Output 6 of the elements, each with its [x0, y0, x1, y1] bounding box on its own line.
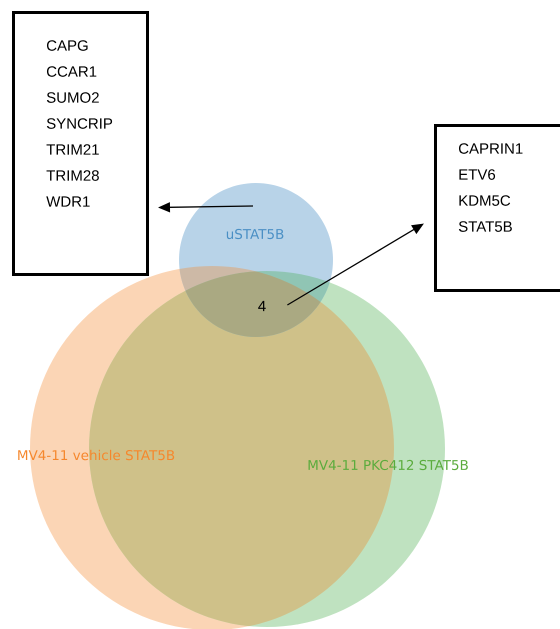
count-label: 4 [258, 300, 266, 312]
set-label: MV4-11 PKC412 STAT5B [308, 460, 468, 470]
gene-list-box: CAPG CCAR1 SUMO2 SYNCRIP TRIM21 TRIM28 WDR1 [12, 11, 149, 276]
set-label: MV4-11 vehicle STAT5B [18, 450, 174, 460]
gene-list-box: CAPRIN1 ETV6 KDM5C STAT5B [434, 124, 560, 292]
set-label: uSTAT5B [226, 228, 284, 240]
